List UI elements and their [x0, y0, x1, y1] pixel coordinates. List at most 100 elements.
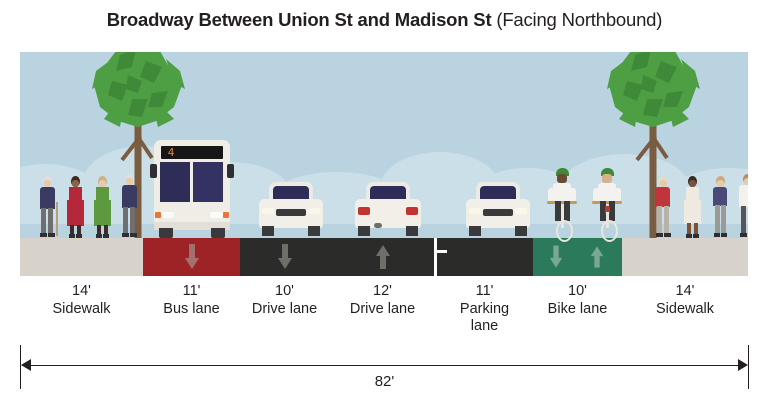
pedestrian-leg — [687, 223, 691, 235]
pedestrian-leg — [741, 206, 746, 234]
bus: 4 — [150, 140, 234, 238]
bus-marker-light — [155, 212, 161, 218]
pedestrian-shoe — [122, 233, 129, 237]
pedestrian-leg — [664, 206, 669, 234]
pedestrian-face — [99, 180, 106, 187]
surface-drive-lane-2 — [329, 238, 436, 276]
pedestrian-dress — [67, 200, 84, 226]
cyclist — [590, 168, 624, 242]
cyclist-leg — [609, 201, 615, 221]
cyclist-helmet — [556, 168, 569, 176]
bicycle-handlebar — [547, 201, 577, 204]
tree-left — [90, 52, 186, 238]
pedestrian-shoe — [714, 233, 720, 237]
car-windshield — [273, 186, 309, 200]
pedestrian-leg — [130, 207, 135, 234]
cloud-bump — [670, 168, 748, 224]
car-wheel — [358, 226, 370, 236]
arrow-down-drive-lane-1 — [276, 244, 294, 270]
pedestrian-torso — [122, 185, 137, 208]
car-taillight — [358, 207, 370, 215]
pedestrian-torso — [655, 187, 670, 207]
label-width: 10' — [275, 283, 294, 299]
pedestrian-shoe — [103, 234, 109, 238]
label-parking-lane: 11' Parking lane — [436, 283, 533, 336]
pedestrian-shoe — [740, 233, 747, 237]
pedestrian-face — [44, 180, 51, 187]
pedestrian-torso — [69, 187, 82, 201]
car-wheel — [406, 226, 418, 236]
cyclist-leg — [600, 201, 606, 221]
car-front-view — [258, 182, 324, 238]
title-suffix: (Facing Northbound) — [496, 9, 663, 30]
label-drive-lane-1: 10' Drive lane — [240, 283, 329, 318]
arrow-down-bus-lane — [183, 244, 201, 270]
car-grille — [483, 209, 513, 216]
cyclist-torso — [553, 183, 571, 201]
pedestrian — [652, 176, 674, 238]
bus-windshield-right — [193, 162, 223, 202]
parking-stall-marking — [434, 238, 448, 276]
pedestrian-leg — [715, 205, 720, 234]
tree-canopy — [605, 52, 701, 154]
car-rear-window — [370, 186, 406, 200]
cyclist-head — [557, 174, 567, 183]
bicycle-wheel — [601, 220, 618, 242]
label-width: 10' — [568, 283, 587, 299]
car-windshield — [480, 186, 516, 200]
pedestrian-leg — [97, 225, 101, 235]
surface-bike-lane — [533, 238, 622, 276]
bus-marker-light — [223, 212, 229, 218]
pedestrian — [92, 176, 112, 238]
pedestrian-face — [72, 180, 79, 187]
pedestrian-shoe — [40, 233, 47, 237]
label-name: Parking lane — [459, 300, 510, 335]
pedestrian-torso — [96, 187, 109, 201]
bus-headlight — [210, 212, 223, 218]
dimension-line — [22, 365, 746, 366]
car-taillight — [406, 207, 418, 215]
pedestrian-face — [660, 180, 667, 187]
parking-marking-vertical — [434, 238, 437, 276]
cyclist-arm — [614, 188, 621, 202]
walking-cane — [56, 202, 58, 236]
car-headlight — [262, 208, 274, 214]
pedestrian-dress — [94, 200, 111, 226]
arrow-up-bike-lane — [589, 245, 605, 269]
pedestrian-leg — [41, 208, 46, 234]
label-width: 12' — [373, 283, 392, 299]
car-wheel — [308, 226, 320, 236]
pedestrian-dress — [684, 200, 701, 224]
tree-canopy — [90, 52, 186, 154]
label-name: Drive lane — [349, 300, 416, 317]
label-width: 14' — [675, 283, 695, 299]
total-width-value: 82' — [374, 373, 395, 390]
bus-headlight — [161, 212, 174, 218]
label-drive-lane-2: 12' Drive lane — [329, 283, 436, 318]
pedestrian-leg — [104, 225, 108, 235]
pedestrian-shoe — [96, 234, 102, 238]
pedestrian — [65, 176, 85, 238]
label-name: Drive lane — [251, 300, 318, 317]
arrow-up-drive-lane-2 — [374, 244, 392, 270]
dimension-tick-right — [748, 345, 749, 389]
tree-trunk — [649, 120, 657, 238]
bicycle-taillight — [605, 206, 610, 214]
car-headlight — [515, 208, 527, 214]
cyclist-helmet — [601, 168, 614, 176]
pedestrian-torso — [739, 185, 748, 207]
car-rear-view — [354, 182, 422, 238]
pedestrian-face — [744, 178, 748, 185]
page-title: Broadway Between Union St and Madison St… — [0, 9, 769, 31]
bus-mirror-left — [150, 164, 157, 178]
car-headlight — [469, 208, 481, 214]
pedestrian-shoe — [664, 233, 671, 237]
pedestrian — [118, 174, 140, 238]
bus-mirror-right — [227, 164, 234, 178]
pedestrian-shoe — [130, 233, 137, 237]
label-width: 11' — [182, 283, 201, 299]
pedestrian-shoe — [656, 233, 663, 237]
pedestrian-torso — [713, 187, 727, 206]
label-name: Bus lane — [163, 300, 220, 317]
